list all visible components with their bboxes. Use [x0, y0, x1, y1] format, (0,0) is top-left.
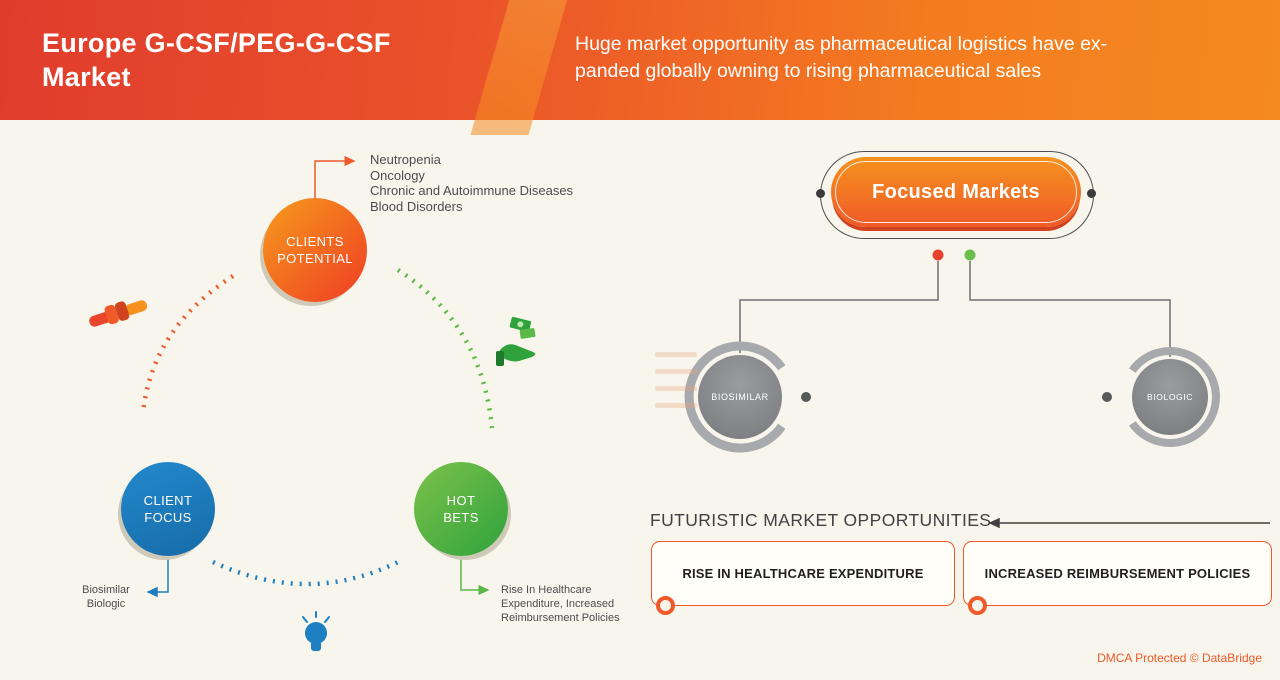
biologic-side-dot — [1102, 392, 1112, 402]
hot-bets-pointer-line — [460, 556, 490, 596]
page-subtitle-line2: panded globally owning to rising pharmac… — [575, 60, 1042, 82]
hot-bets-bubble: HOT BETS — [414, 462, 508, 556]
opportunity-box-reimbursement-policies: INCREASED REIMBURSEMENT POLICIES — [963, 541, 1272, 606]
dmca-protection-notice: DMCA Protected © DataBridge — [1097, 651, 1262, 665]
list-item: Biosimilar — [82, 584, 130, 596]
light-bulb-icon — [302, 611, 330, 651]
tree-dot-green — [964, 249, 976, 261]
clients-potential-bubble: CLIENTS POTENTIAL — [263, 198, 367, 302]
node-biologic: BIOLOGIC — [1132, 359, 1208, 435]
biosimilar-side-dot — [801, 392, 811, 402]
list-item: Biologic — [86, 598, 126, 610]
node-biosimilar-label: BIOSIMILAR — [711, 392, 769, 402]
hot-bets-label-line2: BETS — [443, 510, 479, 525]
list-item: Neutropenia — [370, 152, 441, 167]
page-subtitle: Huge market opportunity as pharmaceutica… — [575, 31, 1107, 85]
tree-branch-biosimilar — [739, 261, 939, 353]
outline-left-dot — [816, 189, 825, 198]
list-item: Oncology — [370, 167, 425, 183]
opportunity-box-label: INCREASED REIMBURSEMENT POLICIES — [984, 566, 1251, 581]
handshake-icon — [89, 300, 148, 327]
node-biologic-label: BIOLOGIC — [1147, 392, 1193, 402]
list-item: Chronic and Autoimmune Diseases — [370, 183, 574, 198]
client-focus-pointer-line — [146, 556, 169, 598]
opportunity-box-ring — [968, 596, 987, 615]
clients-potential-list: Neutropenia Oncology Chronic and Autoimm… — [370, 152, 573, 214]
opportunity-box-ring — [656, 596, 675, 615]
client-focus-label-line2: FOCUS — [144, 510, 192, 525]
money-hand-icon — [496, 316, 536, 366]
focused-markets-label: Focused Markets — [872, 180, 1040, 203]
client-focus-note: Biosimilar Biologic — [70, 583, 142, 611]
client-focus-bubble: CLIENT FOCUS — [121, 462, 215, 556]
page-title-line1: Europe G-CSF/PEG-G-CSF — [42, 28, 391, 58]
outline-right-dot — [1087, 189, 1096, 198]
opportunity-box-healthcare-expenditure: RISE IN HEALTHCARE EXPENDITURE — [651, 541, 955, 606]
hot-bets-note: Rise In Healthcare Expenditure, Increase… — [501, 584, 620, 624]
futuristic-heading: FUTURISTIC MARKET OPPORTUNITIES — [650, 510, 992, 530]
header-diagonal-stripe — [470, 0, 572, 135]
page-title: Europe G-CSF/PEG-G-CSF Market — [42, 26, 391, 94]
clients-potential-pointer-line — [314, 155, 356, 198]
focused-markets-inner-border — [835, 161, 1077, 223]
green-dotted-arc — [396, 268, 495, 429]
page-title-line2: Market — [42, 62, 131, 92]
blue-dotted-arc — [212, 557, 404, 587]
list-item: Blood Disorders — [370, 198, 463, 214]
clients-potential-label-line1: CLIENTS — [286, 234, 344, 249]
decorative-text-lines — [655, 352, 697, 420]
header-banner: Europe G-CSF/PEG-G-CSF Market Huge marke… — [0, 0, 1280, 135]
orange-dotted-arc — [140, 274, 235, 414]
page-subtitle-line1: Huge market opportunity as pharmaceutica… — [575, 33, 1108, 55]
tree-branch-biologic — [969, 261, 1171, 357]
opportunity-box-label: RISE IN HEALTHCARE EXPENDITURE — [682, 566, 924, 581]
client-focus-label-line1: CLIENT — [143, 493, 193, 508]
focused-markets-button: Focused Markets — [831, 157, 1081, 227]
node-biosimilar: BIOSIMILAR — [698, 355, 782, 439]
hot-bets-label-line1: HOT — [446, 493, 476, 508]
tree-dot-red — [932, 249, 944, 261]
clients-potential-label-line2: POTENTIAL — [277, 251, 353, 266]
